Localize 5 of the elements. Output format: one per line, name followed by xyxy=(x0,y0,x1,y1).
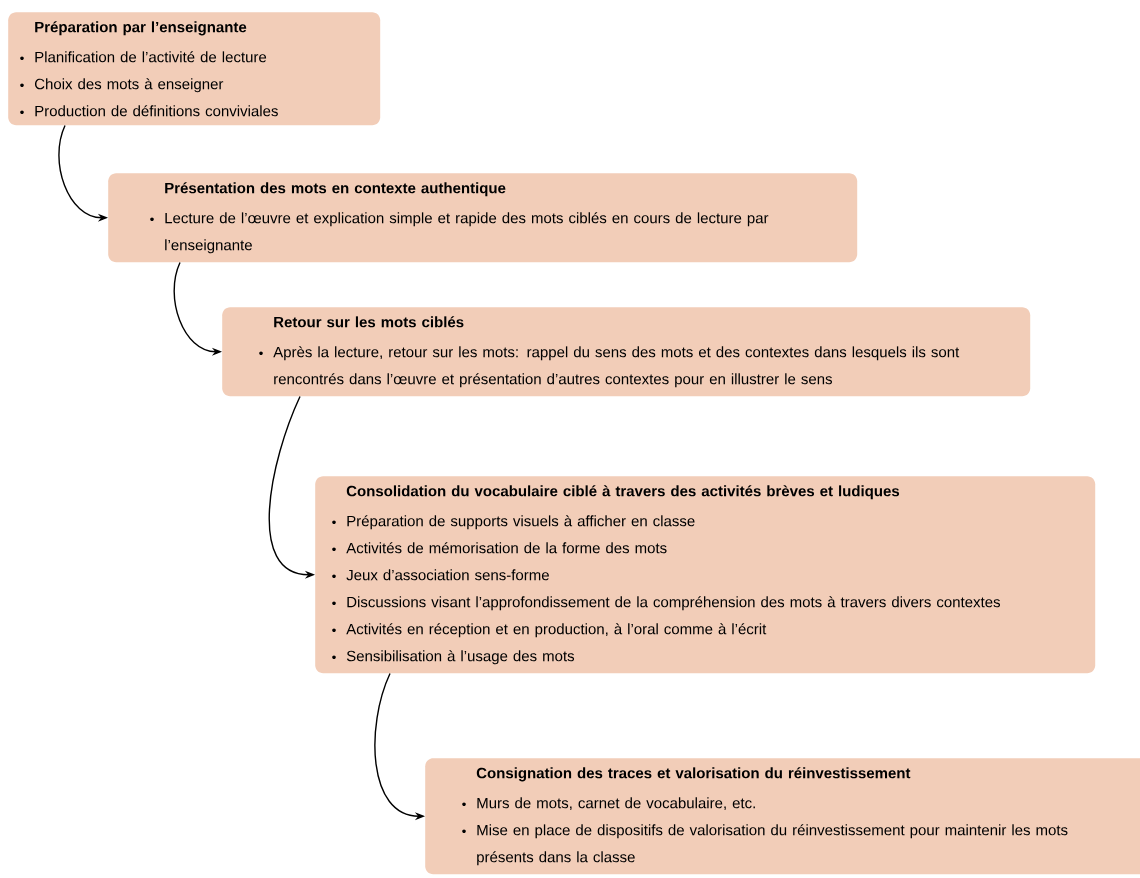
process-box: Consolidation du vocabulaire ciblé à travers des activités brèves et ludiques Préparation de supports visuels à afficher en classe Activités de mémorisation de la forme des mots Jeux d’association sens-forme Discussions visant l’approfondissement de la compréhension des mots à travers divers contextes Activités en réception et en production, à l’oral comme à l’écrit Sensibilisation à l’usage des mots xyxy=(315,476,1096,674)
process-box: Préparation par l’enseignante Planification de l’activité de lecture Choix des mots à enseigner Production de définitions conviviales xyxy=(8,12,381,126)
process-box: Présentation des mots en contexte authentique Lecture de l’œuvre et explication simple et rapide des mots ciblés en cours de lecture par l’enseignante xyxy=(108,173,858,263)
process-box: Retour sur les mots ciblés Après la lecture, retour sur les mots: rappel du sens des mots et des contextes dans lesquels ils sont rencontrés dans l’œuvre et présentation d’autres contextes pour en illustrer le sens xyxy=(222,307,1031,397)
process-box: Consignation des traces et valorisation du réinvestissement Murs de mots, carnet de vocabulaire, etc. Mise en place de dispositifs de valorisation du réinvestissement pour maintenir les mots présents dans la classe xyxy=(425,758,1140,875)
